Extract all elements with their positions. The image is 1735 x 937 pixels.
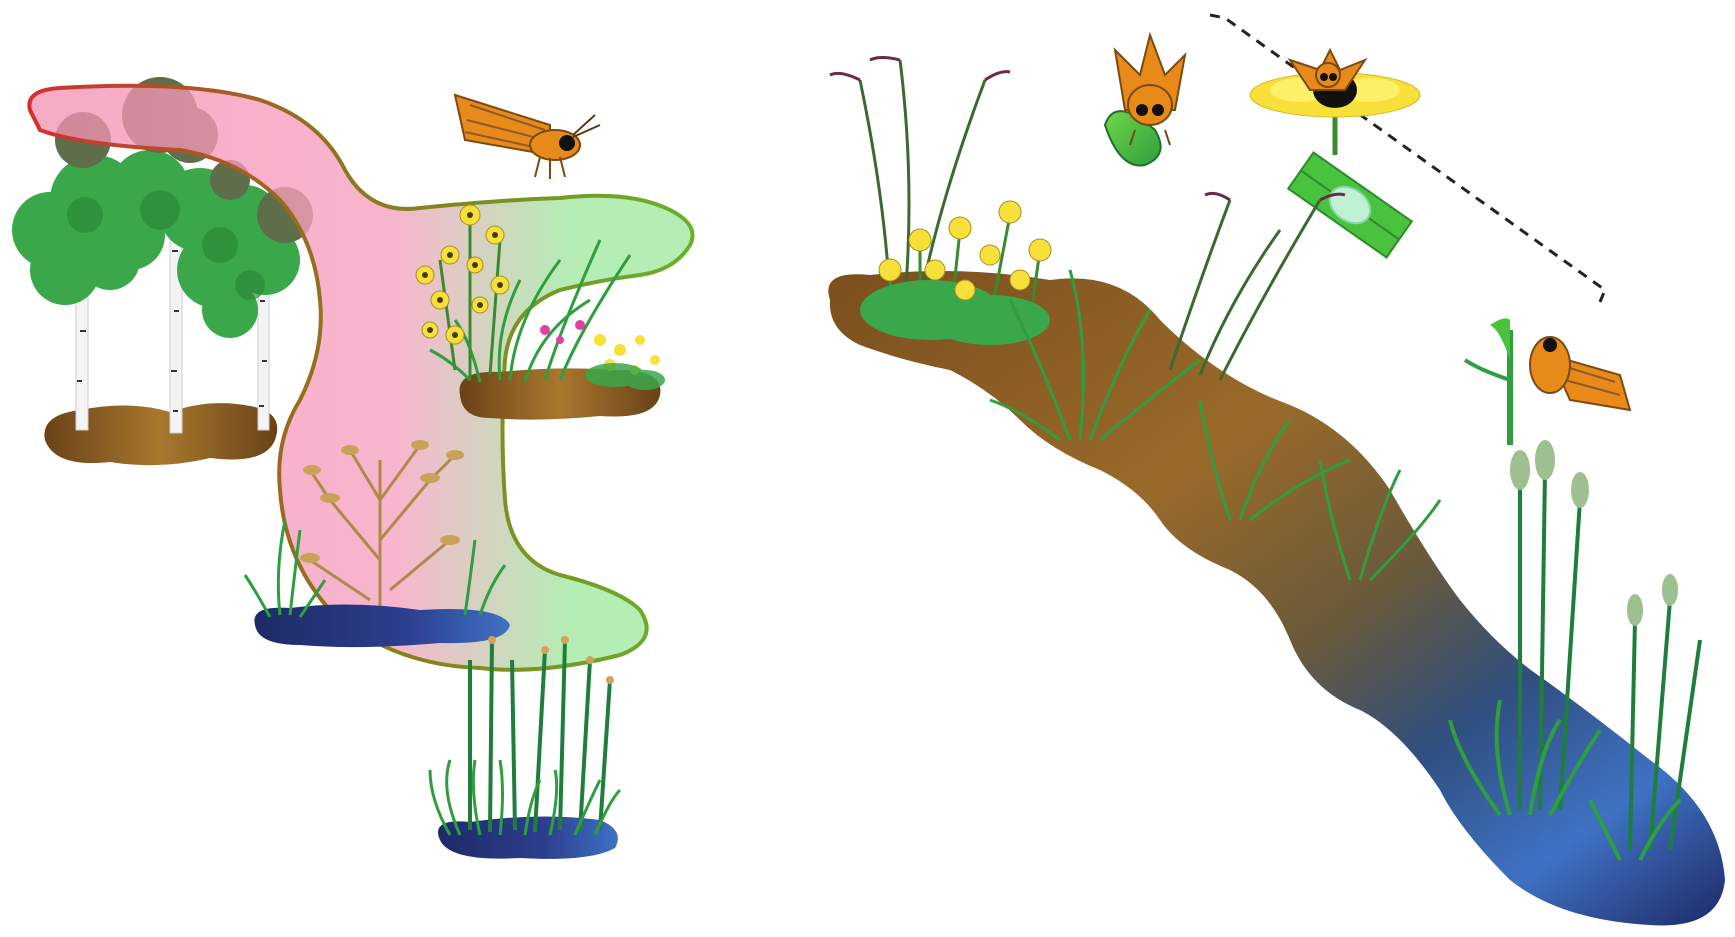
larva-on-stem [1465,318,1630,445]
moth-eye [559,135,575,151]
moth-icon [455,95,600,179]
moth-on-leaf [1105,35,1185,166]
egg-on-leaf [1288,153,1412,258]
sedge-seedheads [1510,440,1678,626]
life-cycle-bracket [1210,15,1605,302]
right-panel [828,15,1725,925]
moth-body [1128,85,1172,125]
left-panel [12,77,693,859]
